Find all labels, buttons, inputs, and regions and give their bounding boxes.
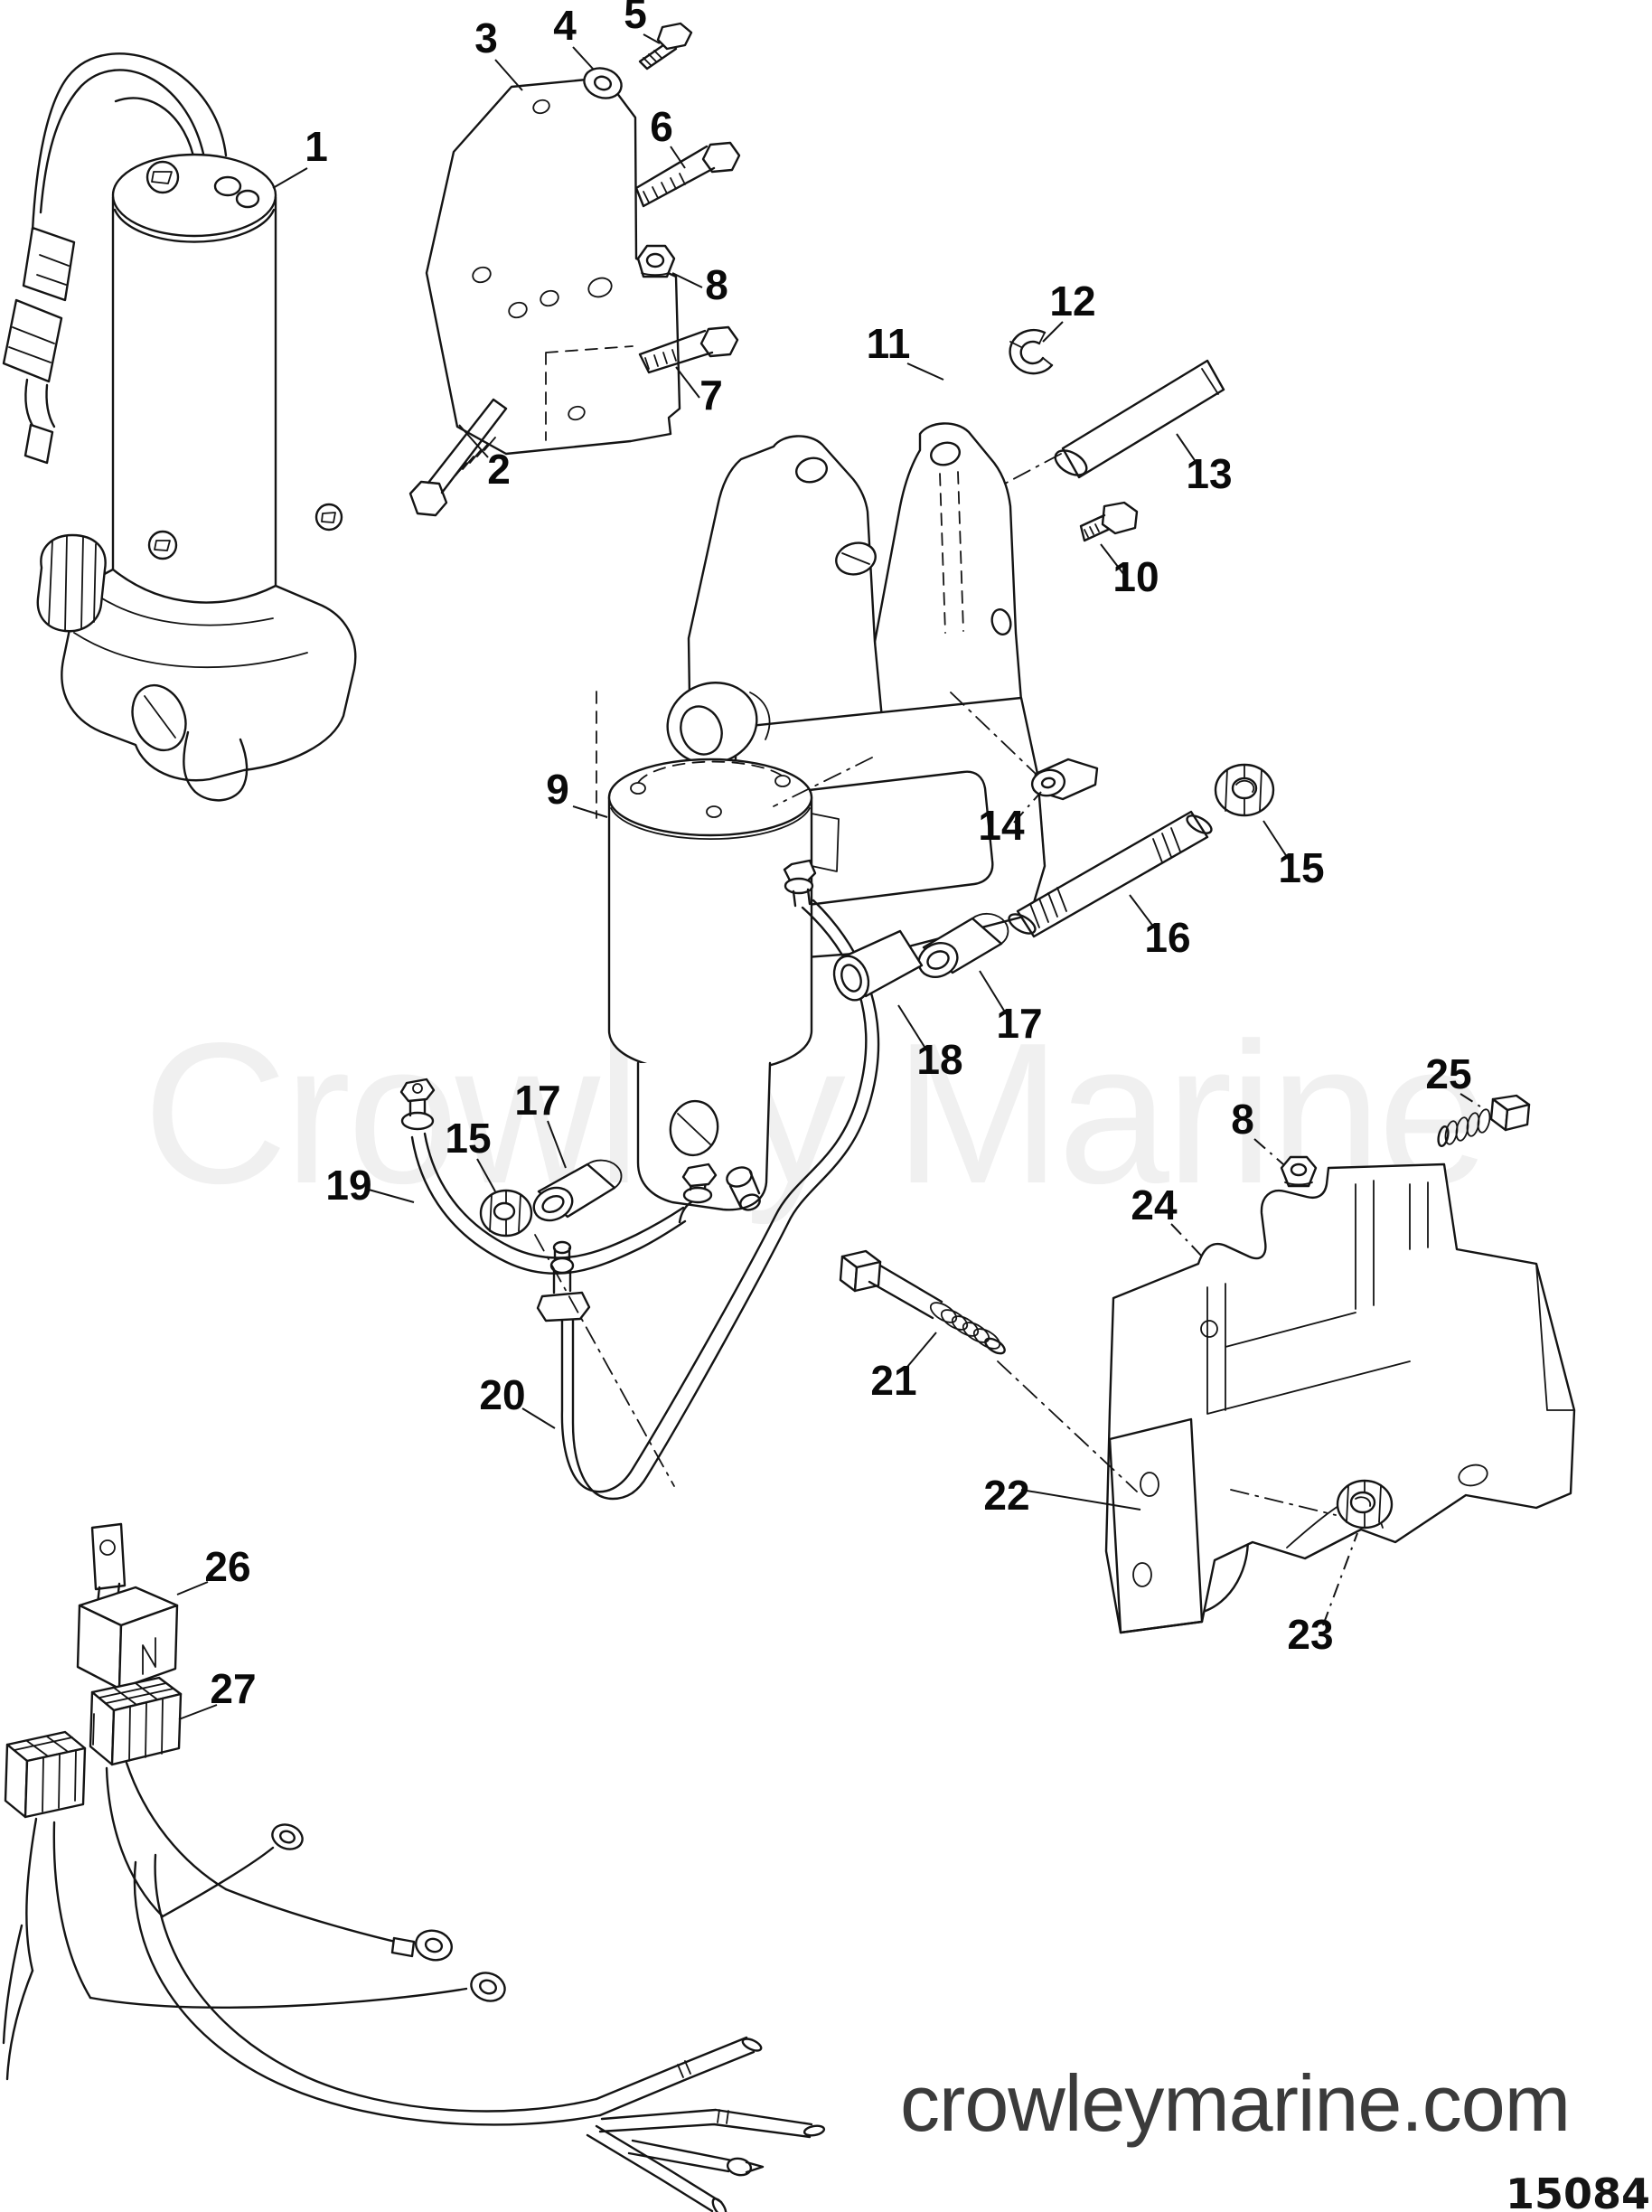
leader-line-7-6 xyxy=(675,366,700,399)
leader-line-13-10 xyxy=(1176,433,1201,469)
leader-line-12-9 xyxy=(1042,321,1064,343)
leader-line-20-24 xyxy=(521,1407,556,1429)
part-2-bolt xyxy=(408,398,508,517)
part-15-locknut-left xyxy=(479,1189,533,1238)
part-label-24-20: 24 xyxy=(1131,1181,1178,1228)
leader-line-24-20 xyxy=(1170,1223,1205,1259)
part-label-23-27: 23 xyxy=(1287,1611,1333,1658)
part-label-13-10: 13 xyxy=(1186,450,1232,497)
part-8-nut xyxy=(636,244,676,278)
part-9-trim-cylinder xyxy=(607,682,840,1211)
leader-line-9-12 xyxy=(572,805,608,818)
part-label-5-3: 5 xyxy=(624,0,647,37)
part-26-relay xyxy=(76,1522,179,1707)
part-label-8-5: 8 xyxy=(705,261,728,308)
leader-line-16-15 xyxy=(1129,894,1158,932)
part-label-19-23: 19 xyxy=(325,1162,371,1209)
part-label-8-19: 8 xyxy=(1231,1096,1254,1143)
part-18-sleeve xyxy=(832,929,924,1002)
part-label-18-17: 18 xyxy=(916,1036,962,1083)
leader-line-2-7 xyxy=(458,424,489,458)
leader-line-14-13 xyxy=(1013,791,1042,824)
leader-line-1-0 xyxy=(272,167,308,189)
part-label-15-14: 15 xyxy=(1278,844,1324,891)
part-7-bolt xyxy=(638,325,739,374)
part-27-harness xyxy=(2,1676,826,2212)
leader-line-15-22 xyxy=(476,1158,496,1192)
leader-line-3-1 xyxy=(494,59,523,91)
part-label-25-18: 25 xyxy=(1425,1050,1471,1097)
part-16-pivot-stud xyxy=(1008,810,1213,938)
part-13-pin xyxy=(1054,359,1225,479)
assembly-axis-lines xyxy=(534,453,1337,1516)
leader-line-21-25 xyxy=(906,1332,937,1368)
leader-line-4-2 xyxy=(572,46,594,70)
part-label-26-28: 26 xyxy=(204,1543,250,1590)
leader-line-8-5 xyxy=(671,272,703,288)
part-17-bushing-left xyxy=(532,1159,623,1222)
leader-line-22-26 xyxy=(1020,1489,1141,1511)
leader-line-17-16 xyxy=(979,970,1009,1019)
part-15-locknut-right xyxy=(1214,763,1275,817)
part-6-bolt xyxy=(634,141,741,208)
leader-line-23-27 xyxy=(1322,1532,1358,1626)
part-4-washer xyxy=(583,67,623,99)
website-text: crowleymarine.com xyxy=(900,2058,1570,2148)
leader-line-26-28 xyxy=(176,1581,209,1595)
part-3-mount-plate xyxy=(425,76,681,456)
leader-line-15-14 xyxy=(1262,820,1291,863)
part-8-nut-lower xyxy=(1280,1155,1318,1188)
part-label-2-7: 2 xyxy=(487,446,511,493)
part-label-22-26: 22 xyxy=(983,1472,1029,1519)
part-14-spacer-nut xyxy=(1030,758,1099,801)
leader-line-5-3 xyxy=(643,33,661,44)
leader-line-8-19 xyxy=(1253,1138,1284,1165)
part-label-3-1: 3 xyxy=(474,14,498,61)
part-23-nut xyxy=(1336,1479,1394,1530)
leader-line-11-8 xyxy=(906,362,944,381)
part-label-9-12: 9 xyxy=(546,766,569,813)
leader-line-18-17 xyxy=(897,1004,930,1055)
part-label-21-25: 21 xyxy=(870,1357,916,1404)
part-label-4-2: 4 xyxy=(553,2,577,49)
part-label-1-0: 1 xyxy=(305,123,328,170)
part-label-7-6: 7 xyxy=(699,372,723,419)
part-label-27-29: 27 xyxy=(210,1665,256,1712)
drawing-number: 15084 xyxy=(1506,2170,1650,2212)
part-label-10-11: 10 xyxy=(1112,553,1159,600)
part-10-bolt xyxy=(1079,501,1139,542)
watermark-text: Crowley Marine xyxy=(143,1002,1486,1226)
part-label-20-24: 20 xyxy=(479,1371,525,1418)
part-label-15-22: 15 xyxy=(445,1115,491,1162)
part-label-17-16: 17 xyxy=(996,1000,1042,1047)
part-21-bolt xyxy=(839,1249,1006,1355)
part-24-bracket xyxy=(1104,1162,1576,1634)
leader-line-17-21 xyxy=(547,1120,567,1169)
part-label-6-4: 6 xyxy=(650,103,673,150)
part-label-12-9: 12 xyxy=(1049,278,1095,325)
part-25-bolt xyxy=(1437,1094,1531,1148)
leader-line-10-11 xyxy=(1100,543,1125,576)
part-label-11-8: 11 xyxy=(867,320,911,367)
leader-line-27-29 xyxy=(178,1704,218,1720)
part-label-17-21: 17 xyxy=(514,1077,560,1124)
leader-line-6-4 xyxy=(670,146,686,169)
part-label-16-15: 16 xyxy=(1144,914,1190,961)
leader-line-19-23 xyxy=(368,1189,415,1203)
part-5-bolt xyxy=(638,22,693,71)
part-17-bushing-right xyxy=(917,912,1009,978)
part-label-14-13: 14 xyxy=(978,802,1025,849)
leader-line-25-18 xyxy=(1460,1093,1487,1111)
part-12-retainer-clip xyxy=(1009,328,1054,375)
part-1-pump-motor xyxy=(2,52,357,802)
